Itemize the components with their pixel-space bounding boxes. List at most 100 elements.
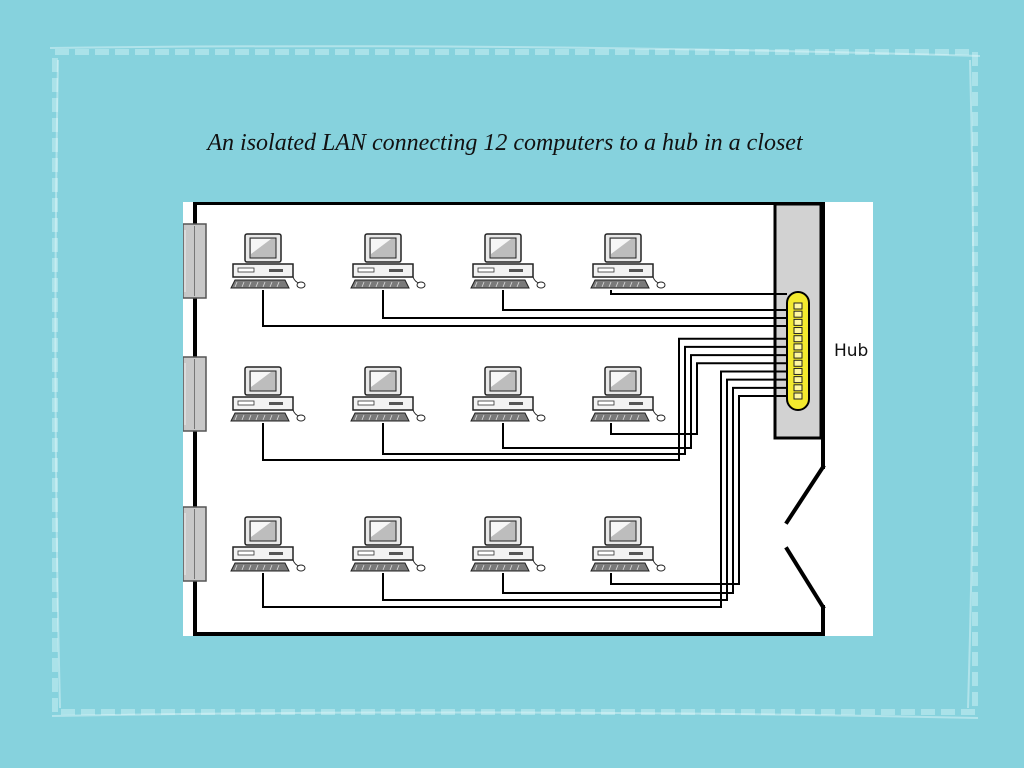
- cable: [610, 395, 787, 585]
- key-line: [396, 564, 400, 571]
- mouse: [536, 564, 546, 572]
- key-line: [241, 414, 245, 421]
- key-line: [382, 564, 386, 571]
- screen-glare: [251, 239, 271, 254]
- key-line: [481, 564, 485, 571]
- key-line: [276, 281, 280, 288]
- system-unit: [592, 546, 654, 561]
- hub-port: [793, 367, 803, 375]
- key-line: [361, 281, 365, 288]
- drive-slot-2: [509, 552, 523, 555]
- screen-glare: [371, 239, 391, 254]
- screen-glare: [491, 239, 511, 254]
- key-line: [622, 281, 626, 288]
- key-line: [601, 414, 605, 421]
- door-leaf-upper: [784, 464, 826, 525]
- key-line: [241, 281, 245, 288]
- drive-slot-2: [509, 402, 523, 405]
- key-line: [262, 281, 266, 288]
- cable: [502, 290, 787, 311]
- key-line: [269, 281, 273, 288]
- keyboard: [230, 279, 290, 289]
- drive-slot: [357, 550, 375, 556]
- system-unit: [352, 263, 414, 278]
- system-unit: [472, 546, 534, 561]
- drive-slot-2: [629, 402, 643, 405]
- drive-slot: [237, 550, 255, 556]
- key-line: [495, 564, 499, 571]
- system-unit: [592, 396, 654, 411]
- computer-icon: [470, 233, 546, 289]
- computer-icon: [590, 233, 666, 289]
- network-cables: [262, 290, 787, 608]
- key-line: [481, 281, 485, 288]
- cable: [382, 378, 787, 601]
- keyboard: [590, 279, 650, 289]
- key-line: [502, 414, 506, 421]
- key-line: [481, 414, 485, 421]
- key-line: [495, 281, 499, 288]
- key-line: [629, 564, 633, 571]
- drive-slot: [477, 400, 495, 406]
- slide-title: An isolated LAN connecting 12 computers …: [207, 130, 803, 156]
- key-line: [354, 564, 358, 571]
- computer-icon: [230, 366, 306, 422]
- drive-slot-2: [389, 402, 403, 405]
- drive-slot: [357, 400, 375, 406]
- key-line: [488, 281, 492, 288]
- drive-slot-2: [269, 402, 283, 405]
- key-line: [601, 564, 605, 571]
- key-line: [354, 281, 358, 288]
- window: [183, 223, 207, 299]
- mouse: [296, 564, 306, 572]
- key-line: [509, 564, 513, 571]
- key-line: [495, 414, 499, 421]
- key-line: [382, 414, 386, 421]
- window: [183, 506, 207, 582]
- keyboard: [230, 412, 290, 422]
- mouse: [536, 281, 546, 289]
- key-line: [234, 281, 238, 288]
- key-line: [509, 281, 513, 288]
- key-line: [594, 564, 598, 571]
- screen-glare: [251, 522, 271, 537]
- key-line: [375, 564, 379, 571]
- lan-diagram: [183, 202, 873, 636]
- cable: [502, 354, 787, 449]
- key-line: [636, 564, 640, 571]
- key-line: [516, 414, 520, 421]
- key-line: [375, 414, 379, 421]
- key-line: [622, 564, 626, 571]
- keyboard: [470, 279, 530, 289]
- drive-slot-2: [389, 552, 403, 555]
- key-line: [276, 564, 280, 571]
- key-line: [594, 281, 598, 288]
- drive-slot: [597, 550, 615, 556]
- key-line: [608, 414, 612, 421]
- computer-icon: [590, 516, 666, 572]
- key-line: [255, 414, 259, 421]
- computer-icon: [230, 516, 306, 572]
- system-unit: [232, 263, 294, 278]
- hub-port: [793, 302, 803, 310]
- key-line: [629, 414, 633, 421]
- hub-port: [793, 310, 803, 318]
- key-line: [389, 414, 393, 421]
- system-unit: [352, 396, 414, 411]
- drive-slot-2: [629, 269, 643, 272]
- key-line: [601, 281, 605, 288]
- drive-slot: [237, 400, 255, 406]
- drive-slot: [477, 550, 495, 556]
- key-line: [234, 414, 238, 421]
- hub-port: [793, 359, 803, 367]
- key-line: [368, 564, 372, 571]
- keyboard: [590, 562, 650, 572]
- key-line: [368, 281, 372, 288]
- key-line: [255, 564, 259, 571]
- hub-port: [793, 343, 803, 351]
- key-line: [269, 414, 273, 421]
- hub-label: Hub: [834, 341, 869, 361]
- hub-port: [793, 335, 803, 343]
- key-line: [516, 281, 520, 288]
- key-line: [248, 281, 252, 288]
